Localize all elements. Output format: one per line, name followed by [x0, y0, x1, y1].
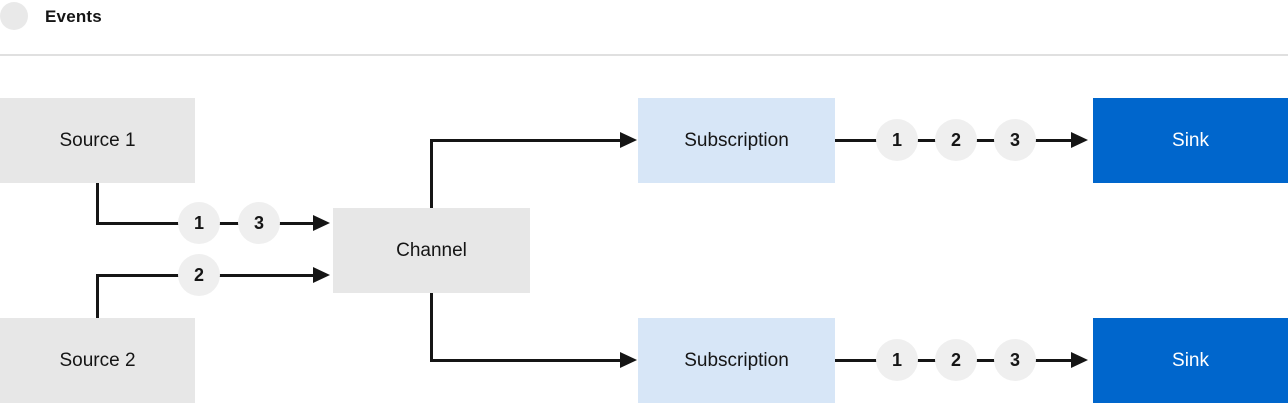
event-marker: 3	[238, 202, 280, 244]
node-label: Subscription	[684, 349, 789, 371]
node-label: Channel	[396, 239, 467, 261]
legend-divider	[0, 54, 1288, 56]
edge-channel-down	[430, 293, 433, 362]
arrowhead-right-icon	[620, 352, 637, 368]
node-label: Source 1	[59, 129, 136, 151]
node-channel: Channel	[333, 208, 530, 293]
node-label: Source 2	[59, 349, 136, 371]
edge-channel-to-subscription-bottom	[430, 359, 620, 362]
edge-source2-up	[96, 274, 99, 318]
edge-source1-down	[96, 183, 99, 225]
event-marker: 3	[994, 339, 1036, 381]
node-sink-bottom: Sink	[1093, 318, 1288, 403]
node-subscription-bottom: Subscription	[638, 318, 835, 403]
node-source-1: Source 1	[0, 98, 195, 183]
node-source-2: Source 2	[0, 318, 195, 403]
node-label: Subscription	[684, 129, 789, 151]
events-legend-label: Events	[45, 7, 102, 26]
event-marker: 2	[935, 339, 977, 381]
arrowhead-right-icon	[1071, 132, 1088, 148]
arrowhead-right-icon	[313, 267, 330, 283]
events-legend-circle-icon	[0, 2, 28, 30]
event-marker: 1	[876, 339, 918, 381]
event-marker: 1	[876, 119, 918, 161]
edge-channel-up	[430, 139, 433, 208]
node-sink-top: Sink	[1093, 98, 1288, 183]
arrowhead-right-icon	[1071, 352, 1088, 368]
edge-channel-to-subscription-top	[430, 139, 620, 142]
arrowhead-right-icon	[620, 132, 637, 148]
node-subscription-top: Subscription	[638, 98, 835, 183]
event-marker: 1	[178, 202, 220, 244]
event-marker: 2	[178, 254, 220, 296]
arrowhead-right-icon	[313, 215, 330, 231]
event-marker: 3	[994, 119, 1036, 161]
node-label: Sink	[1172, 349, 1209, 371]
event-marker: 2	[935, 119, 977, 161]
node-label: Sink	[1172, 129, 1209, 151]
